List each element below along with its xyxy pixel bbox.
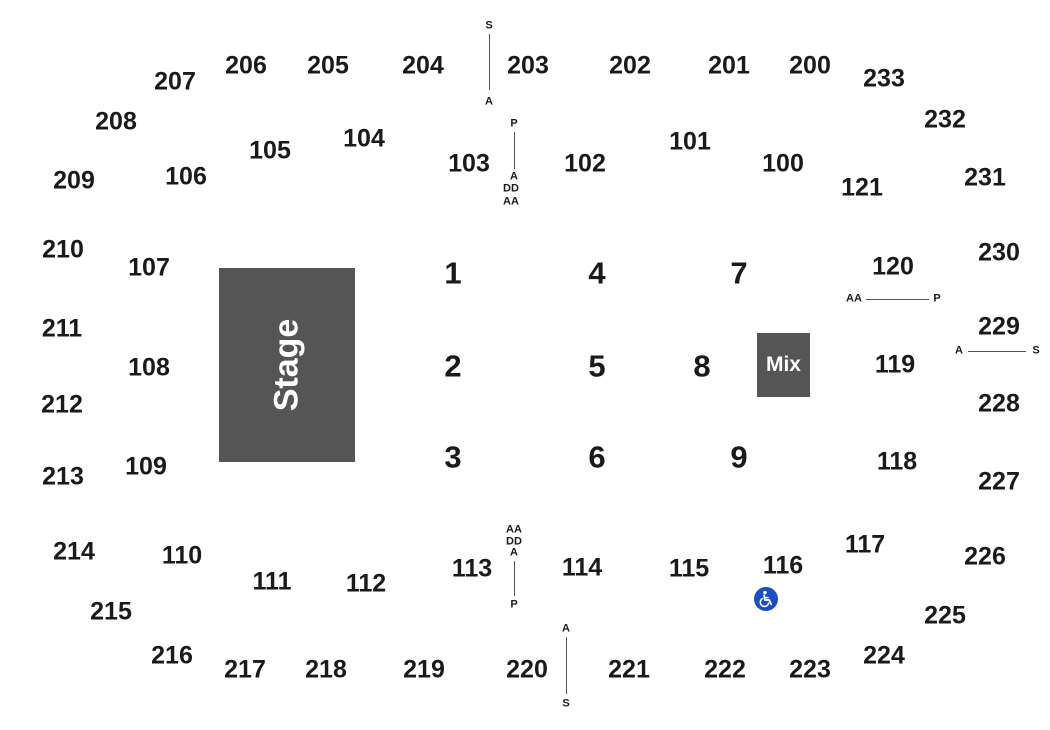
section-103[interactable]: 103 <box>448 149 490 178</box>
section-225[interactable]: 225 <box>924 601 966 630</box>
floor-section-8[interactable]: 8 <box>693 348 711 384</box>
section-204[interactable]: 204 <box>402 51 444 80</box>
section-230[interactable]: 230 <box>978 238 1020 267</box>
floor-section-6[interactable]: 6 <box>588 439 606 475</box>
section-117[interactable]: 117 <box>844 530 886 559</box>
section-210[interactable]: 210 <box>42 235 84 264</box>
section-118[interactable]: 118 <box>876 447 918 476</box>
floor-section-3[interactable]: 3 <box>444 439 462 475</box>
section-111[interactable]: 111 <box>252 567 292 596</box>
row-marker: S <box>1032 344 1040 357</box>
section-102[interactable]: 102 <box>564 149 606 178</box>
section-233[interactable]: 233 <box>863 64 905 93</box>
section-107[interactable]: 107 <box>128 253 170 282</box>
section-211[interactable]: 211 <box>41 314 83 343</box>
section-100[interactable]: 100 <box>762 149 804 178</box>
section-212[interactable]: 212 <box>41 390 83 419</box>
section-214[interactable]: 214 <box>53 537 95 566</box>
section-223[interactable]: 223 <box>789 655 831 684</box>
row-marker: S <box>562 697 570 710</box>
section-206[interactable]: 206 <box>225 51 267 80</box>
mix-label: Mix <box>765 353 801 376</box>
section-222[interactable]: 222 <box>704 655 746 684</box>
section-105[interactable]: 105 <box>249 136 291 165</box>
section-228[interactable]: 228 <box>978 389 1020 418</box>
stage: Stage <box>219 268 355 462</box>
section-121[interactable]: 121 <box>841 173 883 202</box>
row-direction-line <box>489 34 490 90</box>
section-221[interactable]: 221 <box>608 655 650 684</box>
section-112[interactable]: 112 <box>345 569 387 598</box>
section-229[interactable]: 229 <box>978 312 1020 341</box>
row-direction-line <box>514 132 515 169</box>
section-113[interactable]: 113 <box>451 554 493 583</box>
row-marker: A <box>562 622 570 635</box>
section-207[interactable]: 207 <box>154 67 196 96</box>
floor-section-1[interactable]: 1 <box>444 255 462 291</box>
wheelchair-icon <box>754 587 778 611</box>
section-227[interactable]: 227 <box>978 467 1020 496</box>
floor-section-7[interactable]: 7 <box>730 255 748 291</box>
stage-label: Stage <box>267 318 306 412</box>
section-201[interactable]: 201 <box>708 51 750 80</box>
row-direction-line <box>514 561 515 596</box>
section-216[interactable]: 216 <box>151 641 193 670</box>
section-231[interactable]: 231 <box>964 163 1006 192</box>
row-marker: DD <box>503 182 519 195</box>
row-direction-line <box>866 299 929 300</box>
floor-section-5[interactable]: 5 <box>588 348 606 384</box>
row-direction-line <box>566 637 567 694</box>
section-109[interactable]: 109 <box>125 452 167 481</box>
section-120[interactable]: 120 <box>872 252 914 281</box>
row-direction-line <box>968 351 1026 352</box>
section-200[interactable]: 200 <box>789 51 831 80</box>
section-203[interactable]: 203 <box>507 51 549 80</box>
section-119[interactable]: 119 <box>874 350 916 379</box>
section-215[interactable]: 215 <box>90 597 132 626</box>
section-108[interactable]: 108 <box>128 353 170 382</box>
section-209[interactable]: 209 <box>53 166 95 195</box>
section-218[interactable]: 218 <box>305 655 347 684</box>
row-marker: S <box>485 19 493 32</box>
floor-section-4[interactable]: 4 <box>588 255 606 291</box>
row-marker: AA <box>503 195 519 208</box>
row-marker: AA <box>506 523 522 536</box>
section-104[interactable]: 104 <box>343 124 385 153</box>
section-219[interactable]: 219 <box>403 655 445 684</box>
section-202[interactable]: 202 <box>609 51 651 80</box>
section-116[interactable]: 116 <box>762 551 804 580</box>
row-marker: P <box>510 117 518 130</box>
section-226[interactable]: 226 <box>964 542 1006 571</box>
row-marker: DD <box>506 535 522 548</box>
section-115[interactable]: 115 <box>668 554 710 583</box>
row-marker: A <box>485 95 493 108</box>
row-marker: P <box>510 598 518 611</box>
section-232[interactable]: 232 <box>924 105 966 134</box>
section-220[interactable]: 220 <box>506 655 548 684</box>
section-217[interactable]: 217 <box>224 655 266 684</box>
section-106[interactable]: 106 <box>165 162 207 191</box>
section-101[interactable]: 101 <box>669 127 711 156</box>
row-marker: A <box>510 546 518 559</box>
floor-section-2[interactable]: 2 <box>444 348 462 384</box>
mix-position: Mix <box>757 333 810 397</box>
section-208[interactable]: 208 <box>95 107 137 136</box>
floor-section-9[interactable]: 9 <box>730 439 748 475</box>
row-marker: A <box>955 344 963 357</box>
row-marker: AA <box>846 292 862 305</box>
section-114[interactable]: 114 <box>561 553 603 582</box>
row-marker: P <box>933 292 941 305</box>
section-205[interactable]: 205 <box>307 51 349 80</box>
section-224[interactable]: 224 <box>863 641 905 670</box>
section-213[interactable]: 213 <box>42 462 84 491</box>
section-110[interactable]: 110 <box>161 541 203 570</box>
row-marker: A <box>510 170 518 183</box>
